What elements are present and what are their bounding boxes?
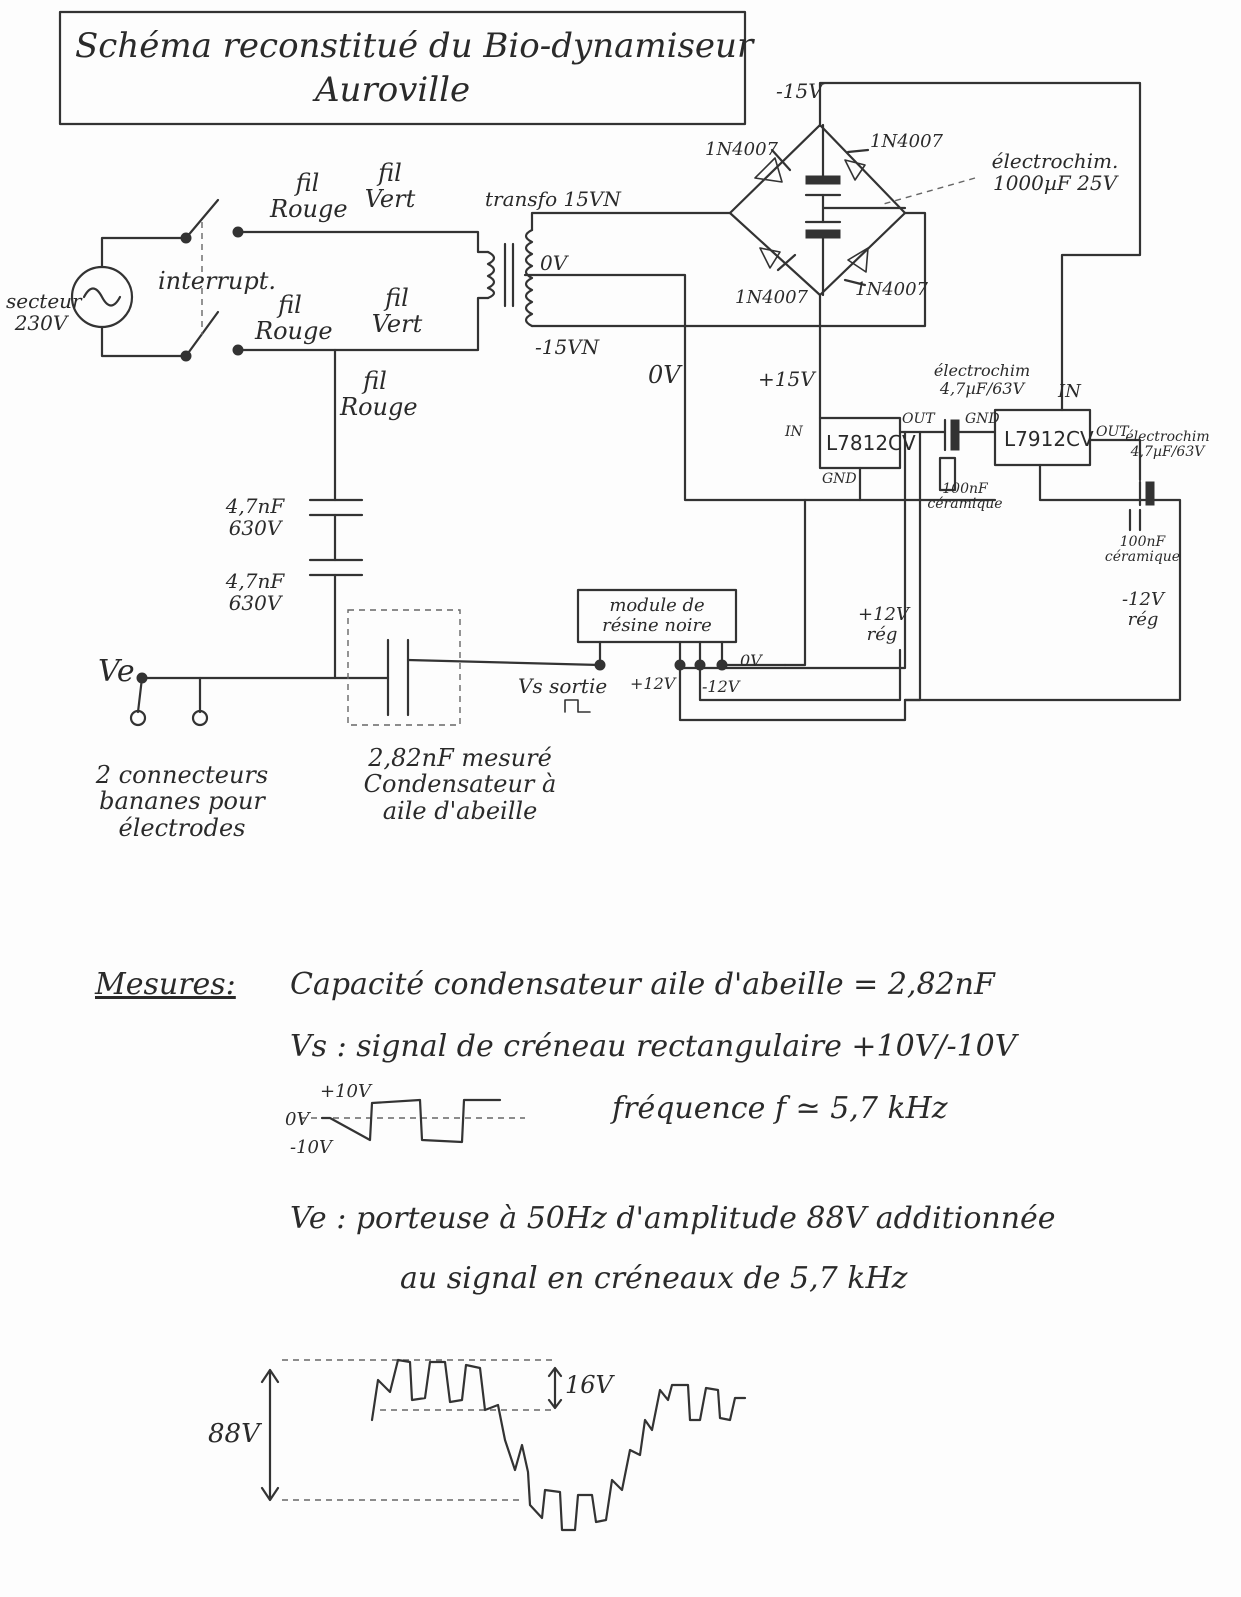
label-gnd-mid: GND — [965, 411, 1000, 427]
label-electrochim-1000: électrochim. 1000µF 25V — [991, 149, 1119, 195]
transformer-secondary-coil — [524, 228, 534, 328]
label-interrupt: interrupt. — [158, 267, 277, 295]
bridge-diamond — [728, 123, 907, 297]
label-in-right: IN — [1058, 381, 1081, 402]
secondary-center-wire — [523, 273, 807, 502]
air-cap-dashed-box — [347, 609, 461, 726]
wire-minus12 — [678, 666, 907, 722]
measures-line-4: au signal en créneaux de 5,7 kHz — [400, 1261, 908, 1296]
measures-line-3: Ve : porteuse à 50Hz d'amplitude 88V add… — [290, 1201, 1056, 1236]
label-tap-minus15: -15VN — [535, 335, 600, 359]
label-connectors: 2 connecteurs bananes pour électrodes — [95, 761, 269, 842]
measures-line-2: Vs : signal de créneau rectangulaire +10… — [290, 1029, 1017, 1064]
label-electrochim-right: électrochim 4,7µF/63V — [1125, 429, 1210, 461]
label-ceramique-mid: 100nF céramique — [927, 481, 1003, 513]
l7912-box — [993, 408, 1092, 467]
label-plus15: +15V — [758, 367, 815, 391]
mains-wire-top — [100, 236, 187, 269]
label-transfo: transfo 15VN — [485, 187, 621, 211]
secondary-top-wire — [530, 211, 732, 232]
measures-heading: Mesures: — [95, 967, 236, 1002]
switch-top-lever — [184, 198, 220, 240]
measures-frequency: fréquence f ≃ 5,7 kHz — [612, 1091, 948, 1126]
label-minus12reg: -12V rég — [1122, 589, 1164, 630]
wave-label-0v: 0V — [285, 1109, 310, 1130]
filter-cap-1 — [805, 175, 841, 185]
bridge-right-to-plus15 — [818, 211, 927, 420]
diode-bl — [759, 247, 781, 269]
label-plus12reg: +12V rég — [858, 604, 909, 645]
label-0v-module: 0V — [740, 651, 762, 670]
label-diode-tr: 1N4007 — [870, 131, 944, 152]
label-tap-0v: 0V — [540, 251, 568, 275]
label-module: module de résine noire — [602, 595, 712, 636]
label-ceramique-right: 100nF céramique — [1104, 534, 1181, 566]
banana-connector-2 — [191, 709, 209, 727]
label-l7812: L7812CV — [826, 431, 916, 455]
label-0v-left: 0V — [648, 361, 681, 389]
wave-label-plus10: +10V — [320, 1081, 371, 1102]
primary-wire-top — [236, 230, 490, 254]
electrolytic-right-b — [1145, 481, 1155, 506]
label-out-left: OUT — [902, 411, 935, 427]
diode-tl — [754, 157, 783, 183]
transformer-primary-coil — [486, 250, 496, 300]
label-in-left: IN — [785, 424, 803, 440]
label-diode-bl: 1N4007 — [735, 287, 809, 308]
title-line-1: Schéma reconstitué du Bio-dynamiseur — [75, 26, 754, 66]
label-vs-sortie: Vs sortie — [518, 674, 608, 698]
label-fil-vert-1: fil Vert — [364, 159, 416, 214]
label-plus12: +12V — [630, 674, 676, 693]
label-diode-tl: 1N4007 — [705, 139, 779, 160]
label-out-right: OUT — [1096, 424, 1129, 440]
label-fil-rouge-2: fil Rouge — [255, 291, 333, 346]
measures-line-1: Capacité condensateur aile d'abeille = 2… — [290, 967, 995, 1002]
mains-wire-bottom — [100, 325, 187, 358]
wire-plus12 — [678, 430, 907, 670]
module-box — [576, 588, 738, 644]
ac-source-sine — [82, 287, 122, 307]
label-gnd-left: GND — [822, 471, 857, 487]
electrolytic-mid-b — [950, 419, 960, 451]
label-l7912: L7912CV — [1004, 427, 1094, 451]
composite-wave — [370, 1358, 747, 1532]
label-fil-rouge-3: fil Rouge — [340, 367, 418, 422]
amplitude-88v: 88V — [208, 1419, 260, 1449]
label-cap1: 4,7nF 630V — [225, 494, 285, 540]
label-diode-br: 1N4007 — [855, 279, 929, 300]
label-air-cap: 2,82nF mesuré Condensateur à aile d'abei… — [363, 744, 557, 825]
wave-label-minus10: -10V — [290, 1137, 332, 1158]
label-fil-vert-2: fil Vert — [371, 284, 423, 339]
title-line-2: Auroville — [315, 70, 471, 110]
bridge-top-to-minus15 — [818, 81, 1142, 400]
title-box — [58, 10, 747, 126]
label-secteur: secteur 230V — [6, 289, 82, 335]
label-cap2: 4,7nF 630V — [225, 569, 285, 615]
amplitude-arrow-88 — [260, 1368, 280, 1502]
filter-cap-2 — [805, 229, 841, 239]
banana-connector-1 — [129, 709, 147, 727]
diode-tr — [844, 159, 866, 181]
label-minus15-top: -15V — [776, 79, 823, 103]
square-wave — [320, 1098, 502, 1144]
label-minus12: -12V — [702, 677, 740, 696]
primary-wire-bottom — [236, 296, 490, 352]
diode-br — [847, 247, 869, 273]
label-electrochim-47: électrochim 4,7µF/63V — [933, 361, 1031, 398]
amplitude-16v: 16V — [565, 1371, 613, 1399]
label-fil-rouge-1: fil Rouge — [270, 169, 348, 224]
label-ve: Ve — [98, 654, 135, 689]
